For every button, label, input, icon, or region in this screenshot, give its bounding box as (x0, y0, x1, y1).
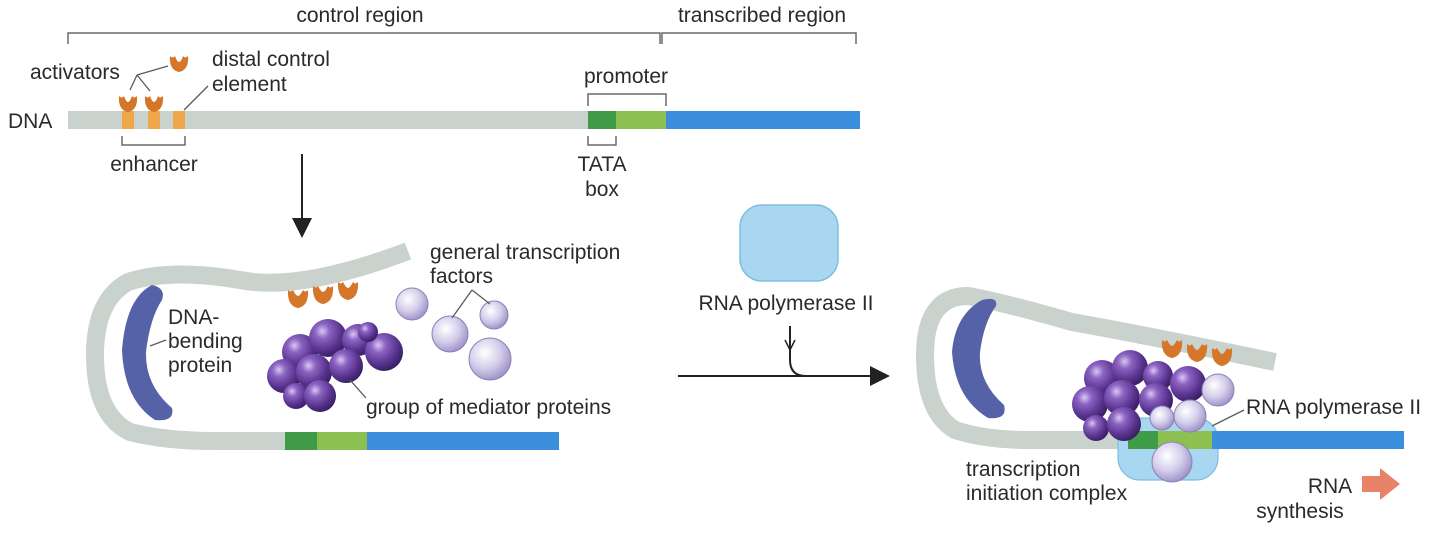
distal-control-label: distal control (212, 48, 330, 71)
promoter-segment (317, 432, 367, 450)
rna-pol-complex-leader (1211, 409, 1245, 427)
looped-dna (85, 242, 412, 450)
dna-label: DNA (8, 110, 52, 133)
initiation-complex-label: transcription (966, 458, 1080, 481)
activators-leader (136, 65, 169, 76)
rna-synthesis-label: RNA (1308, 475, 1352, 498)
control-region-bracket (67, 32, 661, 44)
gtf-ball (431, 315, 469, 353)
promoter-bracket (587, 93, 667, 106)
tata-box-segment (285, 432, 317, 450)
looped-dna (915, 286, 1277, 449)
gtf-ball (395, 287, 429, 321)
distal-control-label: element (212, 73, 287, 96)
combine-arrow (789, 326, 890, 386)
mediator-cluster (267, 319, 403, 412)
activator-icon (337, 282, 359, 300)
control-region-label: control region (296, 4, 423, 27)
tata-bracket (587, 136, 617, 146)
dna-bending-label: bending (168, 330, 243, 353)
rna-pol-label: RNA polymerase II (698, 292, 873, 315)
activator-icon (1211, 348, 1233, 366)
dna-bending-label: DNA- (168, 306, 219, 329)
enhancer-label: enhancer (110, 153, 198, 176)
gtf-ball (479, 300, 509, 330)
gtf-label: factors (430, 265, 493, 288)
activator-icon (287, 290, 309, 308)
mediator-label: group of mediator proteins (366, 396, 611, 419)
activator-icon (169, 56, 189, 72)
enhancer-site-2 (148, 111, 160, 129)
rna-polymerase-ii (739, 204, 839, 282)
gtf-ball (468, 337, 512, 381)
initiation-complex-label: initiation complex (966, 482, 1128, 505)
tata-label: box (585, 178, 619, 201)
activator-icon (144, 96, 164, 112)
dna-bending-protein (122, 285, 173, 421)
activator-icon (1186, 344, 1208, 362)
dna-strand-control (68, 111, 588, 129)
mediator-leader (349, 379, 367, 399)
activator-icon (118, 96, 138, 112)
rna-pol-complex-label: RNA polymerase II (1246, 396, 1421, 419)
tata-label: TATA (578, 153, 627, 176)
combine-arrow-tick (784, 339, 796, 352)
initiation-complex-cluster (1072, 350, 1235, 483)
promoter-segment (616, 111, 666, 129)
activators-label: activators (30, 61, 120, 84)
distal-control-leader (183, 85, 209, 111)
enhancer-bracket (121, 136, 186, 146)
dna-bending-leader (149, 339, 167, 347)
activators-leader (136, 74, 151, 92)
tata-box-segment (588, 111, 616, 129)
activator-icon (1161, 340, 1183, 358)
rna-synthesis-label: synthesis (1256, 500, 1344, 523)
gtf-label: general transcription (430, 241, 620, 264)
dna-bending-protein (952, 298, 1005, 419)
transcribed-region-label: transcribed region (678, 4, 846, 27)
promoter-label: promoter (584, 65, 668, 88)
enhancer-site-3 (173, 111, 185, 129)
transcribed-region-bracket (661, 32, 857, 44)
activators-leader (129, 74, 138, 91)
transcribed-segment (1212, 431, 1404, 449)
activator-icon (312, 286, 334, 304)
transcribed-segment (666, 111, 860, 129)
rna-synthesis-arrow-icon (1362, 468, 1400, 500)
gtf-leader (451, 289, 473, 319)
enhancer-site-1 (122, 111, 134, 129)
dna-bending-label: protein (168, 354, 232, 377)
transcribed-segment (367, 432, 559, 450)
gtf-leader (471, 289, 491, 305)
